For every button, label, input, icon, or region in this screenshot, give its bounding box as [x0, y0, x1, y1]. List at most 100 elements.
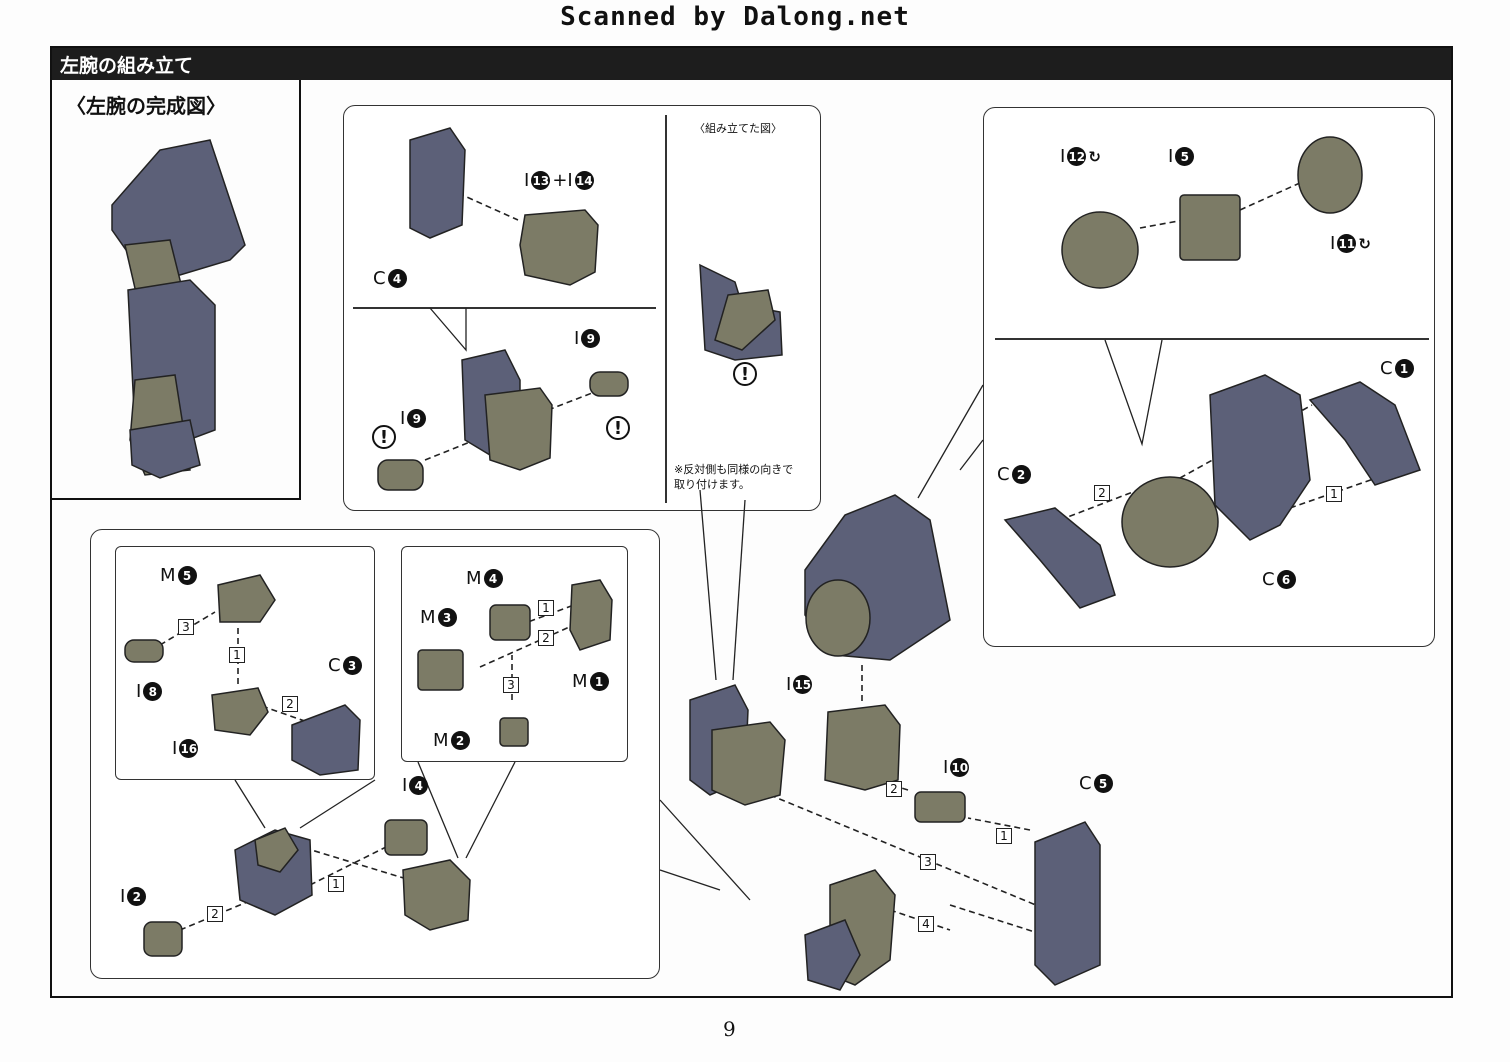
assembled-view-note: ※反対側も同様の向きで 取り付けます。 [674, 462, 814, 492]
caution-mark-assembled: ! [733, 362, 757, 386]
part-number: 4 [483, 569, 503, 588]
part-number: 4 [387, 269, 407, 288]
part-number: 9 [407, 409, 427, 428]
part-number: 4 [409, 776, 429, 795]
runner-letter: M [572, 671, 588, 692]
note-line-2: 取り付けます。 [674, 478, 750, 491]
step-box-wrist-2: 2 [282, 696, 298, 712]
part-number: 5 [1175, 147, 1195, 166]
step-box-joint-2: 2 [538, 630, 554, 646]
caution-mark-right: ! [606, 416, 630, 440]
panel-divider-horizontal [353, 307, 656, 309]
runner-letter: I [943, 757, 949, 778]
step-box-joint-1: 1 [538, 600, 554, 616]
step-box-elbow-4: 4 [918, 916, 934, 932]
step-box-forearm-1: 1 [1326, 486, 1342, 502]
completed-view-title: 〈左腕の完成図〉 [66, 94, 226, 118]
step-box-wrist-1: 1 [229, 647, 245, 663]
runner-letter: I [120, 886, 126, 907]
runner-letter: C [997, 464, 1010, 485]
step-box-hand-2: 2 [207, 906, 223, 922]
runner-letter: C [1262, 569, 1275, 590]
step-box-hand-1: 1 [328, 876, 344, 892]
runner-letter: I [1060, 146, 1066, 167]
runner-letter: I [402, 775, 408, 796]
section-title: 左腕の組み立て [60, 55, 194, 77]
rotate-icon: ↻ [1088, 147, 1101, 166]
part-number: 13 [531, 171, 551, 190]
part-number: 2 [127, 887, 147, 906]
runner-letter: M [466, 568, 482, 589]
caution-mark-left: ! [372, 425, 396, 449]
section-header: 左腕の組み立て [50, 46, 1453, 80]
part-number: 12 [1067, 147, 1087, 166]
runner-letter: I [524, 170, 530, 191]
runner-letter: I [172, 738, 178, 759]
part-number: 3 [342, 656, 362, 675]
step-box-joint-3: 3 [503, 677, 519, 693]
runner-letter: I [400, 408, 406, 429]
part-number: 1 [1394, 359, 1414, 378]
runner-letter: C [328, 655, 341, 676]
runner-letter: I [574, 328, 580, 349]
part-number: 6 [1276, 570, 1296, 589]
step-box-elbow-2: 2 [886, 781, 902, 797]
part-number: 11 [1337, 234, 1357, 253]
runner-letter: M [420, 607, 436, 628]
runner-letter: I [136, 681, 142, 702]
step-box-elbow-3: 3 [920, 854, 936, 870]
note-line-1: ※反対側も同様の向きで [674, 463, 794, 476]
part-number: 10 [950, 758, 970, 777]
runner-letter: C [373, 268, 386, 289]
part-number: 8 [143, 682, 163, 701]
rotate-icon: ↻ [1358, 234, 1371, 253]
runner-letter: I [786, 674, 792, 695]
scan-watermark: Scanned by Dalong.net [560, 2, 910, 32]
runner-letter: I [1330, 233, 1336, 254]
plus-runner: +I [552, 170, 573, 191]
part-number: 1 [589, 672, 609, 691]
part-number: 16 [179, 739, 199, 758]
part-number: 5 [177, 566, 197, 585]
runner-letter: C [1380, 358, 1393, 379]
step-box-elbow-1: 1 [996, 828, 1012, 844]
runner-letter: C [1079, 773, 1092, 794]
runner-letter: I [1168, 146, 1174, 167]
page-frame [50, 46, 1453, 998]
step-box-forearm-2: 2 [1094, 485, 1110, 501]
part-number-2: 14 [574, 171, 594, 190]
step-box-wrist-3: 3 [178, 619, 194, 635]
runner-letter: M [160, 565, 176, 586]
part-number: 9 [581, 329, 601, 348]
part-number: 3 [437, 608, 457, 627]
panel-divider-vertical [665, 115, 667, 503]
part-number: 2 [450, 731, 470, 750]
part-number: 2 [1011, 465, 1031, 484]
part-number: 5 [1093, 774, 1113, 793]
page-number: 9 [723, 1017, 736, 1041]
assembled-view-title: 〈組み立てた図〉 [694, 122, 782, 135]
